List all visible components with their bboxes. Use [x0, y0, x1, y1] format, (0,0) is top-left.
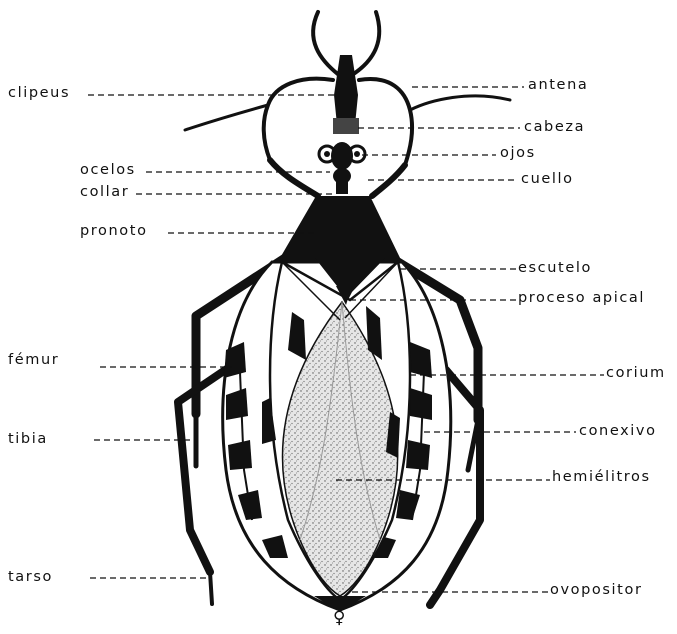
label-proceso-apical: proceso apical [518, 291, 645, 306]
label-ocelos: ocelos [80, 163, 136, 178]
label-hemielitros: hemiélitros [552, 470, 651, 485]
label-ovopositor: ovopositor [550, 583, 643, 598]
label-clipeus: clipeus [8, 86, 70, 101]
label-cuello: cuello [521, 172, 574, 187]
label-antena: antena [528, 78, 588, 93]
label-conexivo: conexivo [579, 424, 657, 439]
label-corium: corium [606, 366, 666, 381]
female-symbol: ♀ [333, 608, 345, 628]
label-ojos: ojos [500, 146, 536, 161]
label-tarso: tarso [8, 570, 53, 585]
label-escutelo: escutelo [518, 261, 592, 276]
label-tibia: tibia [8, 432, 48, 447]
label-femur: fémur [8, 353, 59, 368]
head [319, 55, 365, 194]
label-collar: collar [80, 185, 129, 200]
label-pronoto: pronoto [80, 224, 148, 239]
label-cabeza: cabeza [524, 120, 585, 135]
